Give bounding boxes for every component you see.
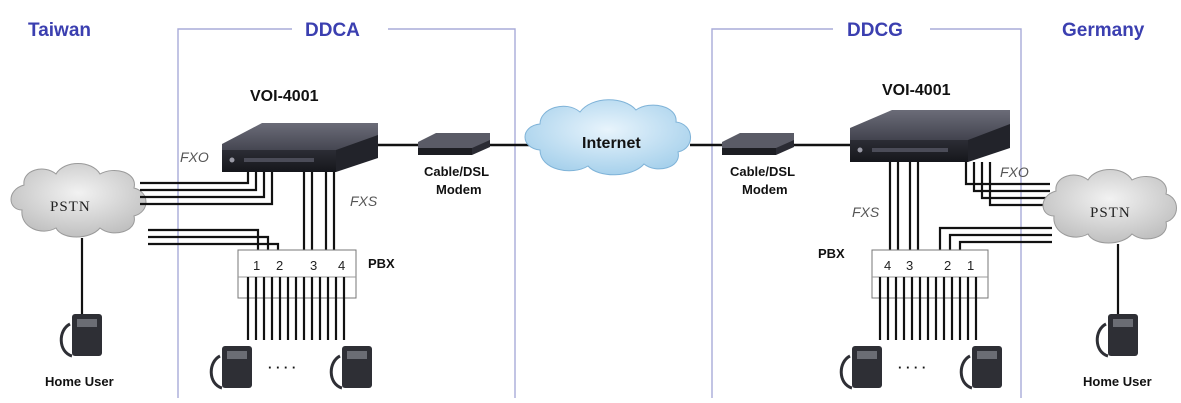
right-extension-lines [878,277,978,340]
left-port-2: 2 [276,258,283,273]
right-port-4: 4 [884,258,891,273]
right-pbx-ports: 4 3 2 1 [884,258,974,273]
right-gateway-device [850,110,1010,162]
left-fxo-label: FXO [180,149,209,165]
left-extension-lines [246,277,346,340]
right-phone-2-icon [959,346,1002,390]
region-germany-label: Germany [1062,20,1145,41]
left-pstn-pbx-lines [148,228,280,250]
left-modem-label-2: Modem [436,182,482,197]
site-ddcg-box [711,28,1022,398]
right-gateway-label: VOI-4001 [882,82,951,99]
left-phone-dots: · · · · [268,360,296,375]
site-ddca-box [177,28,516,398]
left-port-3: 3 [310,258,317,273]
right-home-user-label: Home User [1083,374,1152,389]
left-pstn-label: PSTN [50,199,91,215]
left-port-4: 4 [338,258,345,273]
left-phone-2-icon [329,346,372,390]
left-phone-1-icon [209,346,252,390]
region-taiwan-label: Taiwan [28,20,91,41]
site-ddcg-label: DDCG [847,20,903,41]
internet-cloud [524,99,691,176]
left-home-phone-icon [59,314,102,358]
right-fxs-label: FXS [852,204,880,220]
right-pstn-label: PSTN [1090,205,1131,221]
site-ddca-label: DDCA [305,20,360,41]
right-fxs-lines [888,162,920,250]
left-modem-label-1: Cable/DSL [424,164,489,179]
right-port-2: 2 [944,258,951,273]
left-gateway-device [222,123,378,172]
right-home-phone-icon [1095,314,1138,358]
right-fxo-label: FXO [1000,164,1029,180]
left-fxs-label: FXS [350,193,378,209]
left-pbx-ports: 1 2 3 4 [253,258,345,273]
right-phone-dots: · · · · [898,360,926,375]
right-port-3: 3 [906,258,913,273]
right-pstn-cloud [1042,169,1177,244]
right-pbx-label: PBX [818,246,845,261]
right-fxo-lines [964,162,1050,207]
left-modem-device [418,133,490,155]
right-port-1: 1 [967,258,974,273]
right-pstn-pbx-lines [938,226,1052,250]
left-fxo-lines [140,172,274,206]
right-phone-1-icon [839,346,882,390]
left-home-user-label: Home User [45,374,114,389]
left-pbx-label: PBX [368,256,395,271]
right-modem-label-2: Modem [742,182,788,197]
right-modem-label-1: Cable/DSL [730,164,795,179]
internet-label: Internet [582,135,641,152]
left-gateway-label: VOI-4001 [250,88,319,105]
left-port-1: 1 [253,258,260,273]
right-modem-device [722,133,794,155]
left-fxs-lines [302,172,336,250]
left-pstn-cloud [10,163,147,238]
